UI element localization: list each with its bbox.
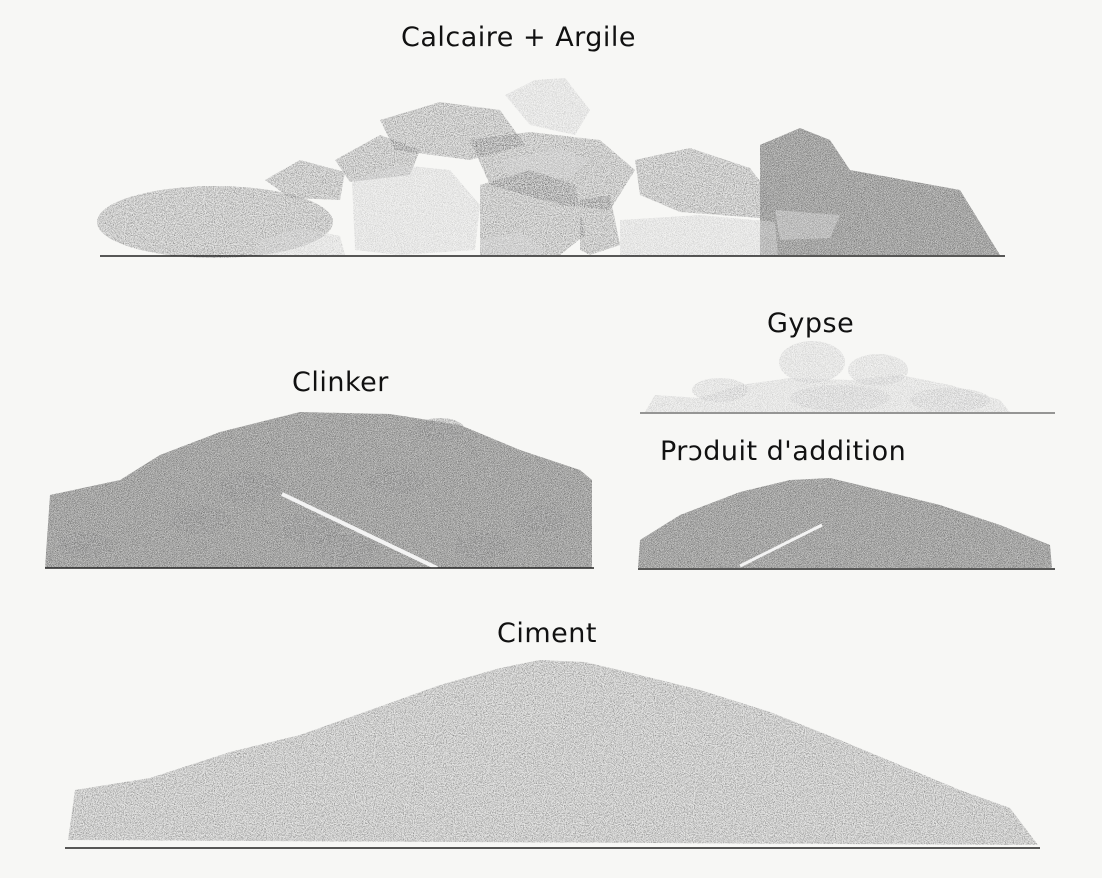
cement-pile (65, 660, 1040, 848)
additive-pile (638, 478, 1055, 569)
gypsum-pile (640, 341, 1055, 413)
clinker-pile (45, 412, 594, 568)
raw-materials-pile (97, 78, 1005, 258)
